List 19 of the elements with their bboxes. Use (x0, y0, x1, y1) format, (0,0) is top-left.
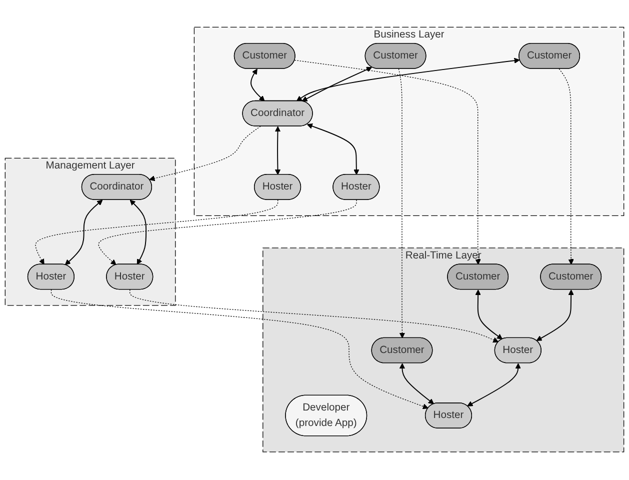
arrow (296, 58, 520, 102)
arrow (64, 200, 103, 266)
arrow (302, 67, 372, 102)
arrow (98, 200, 357, 266)
arrow (536, 290, 574, 342)
arrow (149, 126, 261, 182)
arrow (399, 364, 434, 405)
arrow (130, 200, 147, 266)
arrow (50, 290, 428, 410)
arrow (35, 200, 278, 266)
arrow (558, 68, 574, 266)
arrow (294, 60, 481, 266)
arrow (475, 290, 503, 340)
arrow (398, 68, 406, 339)
arrow (250, 69, 265, 102)
arrow (306, 124, 360, 176)
arrow (274, 126, 281, 176)
arrow (130, 290, 499, 344)
arrow (467, 364, 521, 407)
